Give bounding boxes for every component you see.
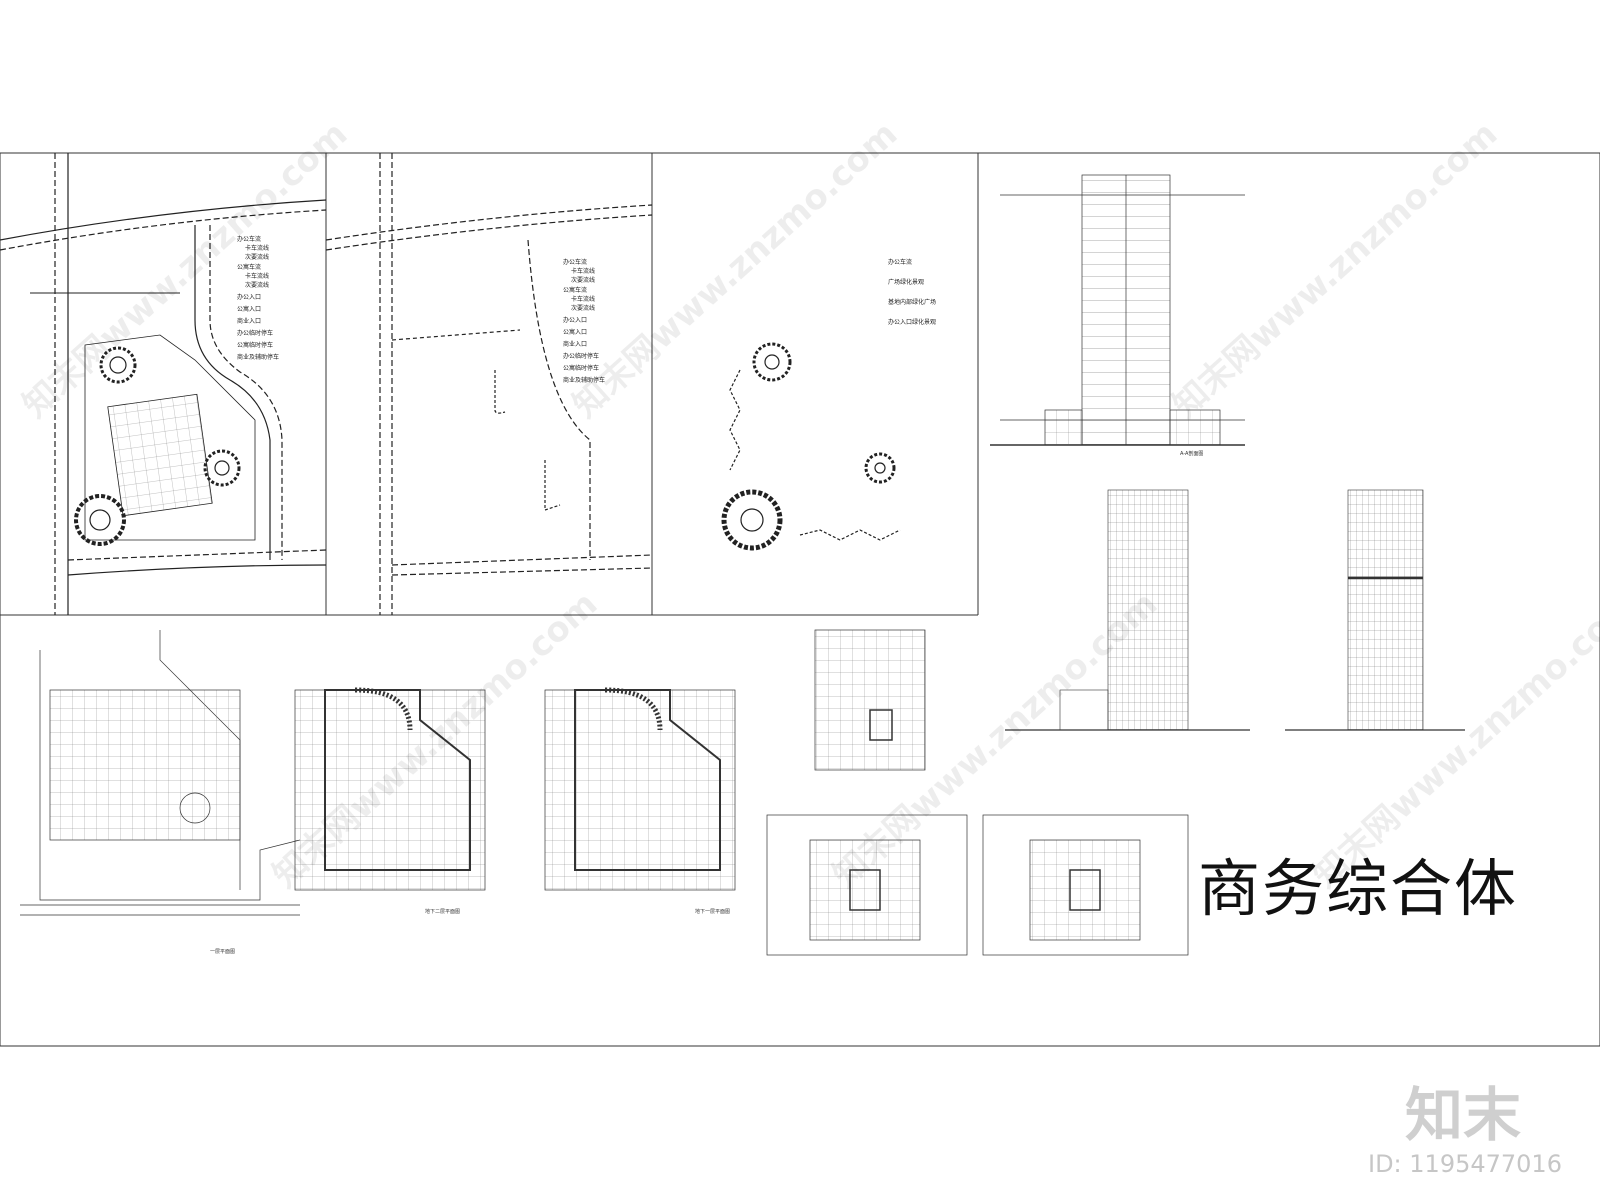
legend-item: 商业入口 (563, 341, 588, 348)
legend-item: 办公入口 (237, 294, 262, 301)
legend-item: 次要流线 (245, 254, 270, 261)
legend-item: 办公入口绿化景观 (888, 319, 937, 326)
legend-item: 公寓入口 (237, 306, 262, 313)
landscape-plan (721, 342, 901, 551)
legend-item: 卡车流线 (245, 245, 270, 252)
legend-item: 办公车流 (888, 259, 913, 266)
caption-section: A-A剖面图 (1180, 451, 1204, 457)
legend-item: 公寓入口 (563, 329, 588, 336)
caption-basement-2: 地下二层平面图 (425, 909, 461, 915)
brand-id: ID: 1195477016 (1368, 1150, 1562, 1178)
legend-item: 商业入口 (237, 318, 262, 325)
legend-item: 办公车流 (563, 259, 588, 266)
legend-item: 商业及辅助停车 (237, 354, 280, 361)
legend-item: 卡车流线 (571, 296, 596, 303)
brand-logo: 知末 (1405, 1081, 1522, 1149)
basement-1-plan (544, 687, 736, 891)
legend-item: 办公车流 (237, 236, 262, 243)
section-elevation (990, 174, 1245, 446)
drawing-title: 商务综合体 (1198, 852, 1519, 925)
sheet-frame (0, 152, 1600, 1047)
typical-floor-plans (766, 629, 1189, 956)
legend-item: 公寓临时停车 (237, 342, 274, 349)
legend-item: 卡车流线 (571, 268, 596, 275)
site-traffic-plan (0, 153, 327, 615)
elevation-2 (1285, 489, 1465, 731)
legend-item: 公寓车流 (563, 287, 588, 294)
traffic-plan-2 (325, 153, 653, 615)
legend-item: 卡车流线 (245, 273, 270, 280)
legend-item: 基地内部绿化广场 (888, 299, 937, 306)
legend-item: 广场绿化景观 (888, 279, 925, 286)
legend-item: 公寓车流 (237, 264, 262, 271)
legend-item: 办公临时停车 (563, 353, 600, 360)
caption-basement-1: 地下一层平面图 (695, 909, 731, 915)
ground-floor-plan (20, 630, 301, 916)
legend-item: 办公入口 (563, 317, 588, 324)
elevation-1 (1005, 489, 1250, 731)
legend-item: 次要流线 (571, 305, 596, 312)
legend-item: 商业及辅助停车 (563, 377, 606, 384)
legend-item: 办公临时停车 (237, 330, 274, 337)
caption-ground-plan: 一层平面图 (210, 949, 236, 955)
basement-2-plan (294, 687, 486, 891)
legend-item: 次要流线 (245, 282, 270, 289)
legend-item: 次要流线 (571, 277, 596, 284)
legend-item: 公寓临时停车 (563, 365, 600, 372)
